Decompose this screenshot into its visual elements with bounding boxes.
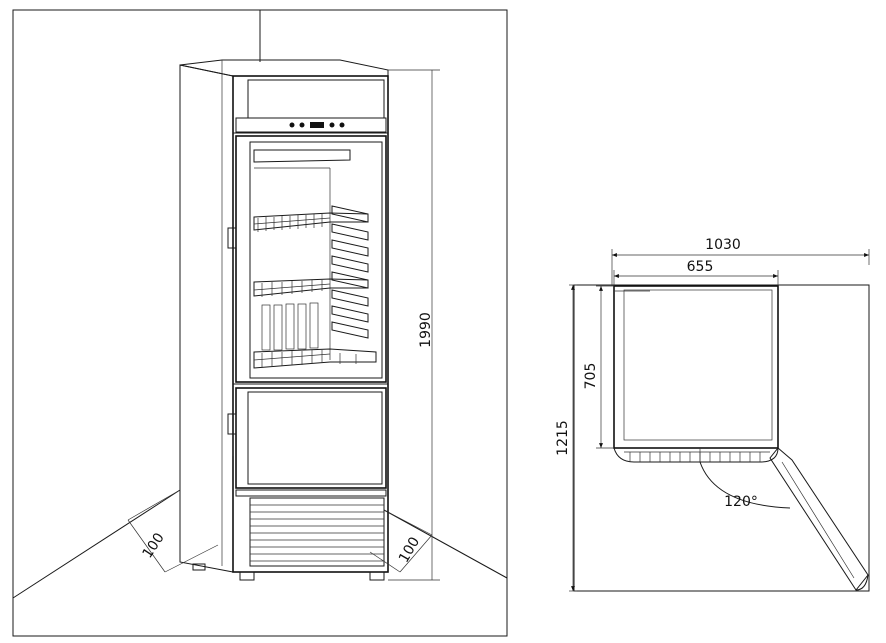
foot	[192, 563, 206, 571]
cabinet-plan	[613, 285, 779, 449]
top-view-frame	[573, 284, 870, 592]
depth-dimension: 705	[583, 285, 614, 449]
door-angle-arc	[699, 461, 791, 509]
foot	[239, 571, 255, 581]
control-panel	[235, 117, 387, 133]
right-wall-floor-line	[383, 509, 508, 579]
door-width-dimension: 655	[613, 259, 779, 286]
door-width-label: 655	[687, 259, 714, 275]
door-angle-label: 120°	[724, 494, 758, 510]
left-wall-floor-line	[12, 489, 181, 599]
upper-door-glass	[249, 141, 383, 379]
shelf	[253, 212, 369, 232]
control-button-icon	[289, 122, 295, 128]
shelf	[253, 348, 377, 369]
open-depth-label: 1215	[555, 420, 571, 456]
refrigerator	[179, 59, 389, 581]
lower-door-handle[interactable]	[227, 413, 237, 435]
height-dimension: 1990	[388, 69, 440, 581]
cabinet-top	[179, 59, 389, 77]
left-clearance-label: 100	[140, 530, 168, 561]
top-view: 120°	[573, 284, 870, 592]
control-button-icon	[299, 122, 305, 128]
width-dimension-label: 1030	[705, 237, 741, 253]
door-open-outline	[769, 447, 869, 591]
left-clearance-dimension: 100	[127, 489, 219, 573]
side-racks	[331, 205, 369, 339]
control-button-icon	[329, 122, 335, 128]
lower-door-panel	[247, 391, 383, 485]
width-dimension: 1030	[611, 237, 870, 286]
cabinet-front	[232, 75, 389, 573]
front-view-panel	[12, 9, 508, 637]
upper-door-handle[interactable]	[227, 227, 237, 249]
foot	[369, 571, 385, 581]
upper-glass-door	[235, 135, 387, 383]
ventilation-grille	[249, 497, 385, 567]
door-closed-outline	[613, 447, 779, 463]
height-dimension-label: 1990	[418, 312, 434, 348]
lower-door	[235, 387, 387, 489]
display-icon	[310, 122, 324, 128]
open-depth-dimension: 1215	[555, 284, 577, 592]
header-panel	[247, 79, 385, 119]
bottle-dividers	[261, 302, 319, 351]
evaporator-cover	[253, 149, 351, 163]
cabinet-side	[179, 64, 234, 573]
depth-dimension-label: 705	[583, 363, 599, 390]
control-button-icon	[339, 122, 345, 128]
grille-slats	[250, 504, 384, 562]
door-hatching	[629, 452, 761, 462]
